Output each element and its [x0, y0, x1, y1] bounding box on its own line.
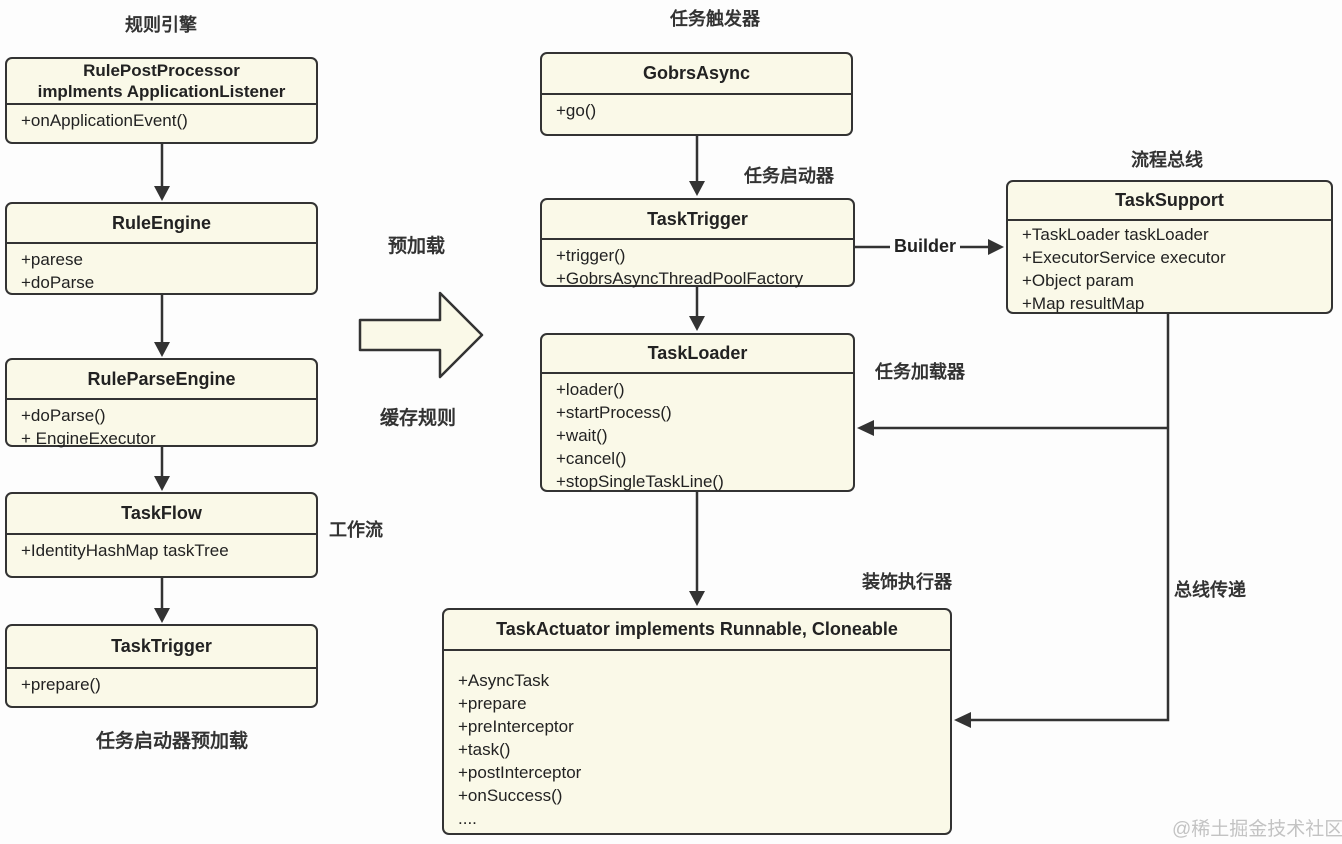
class-box-task-trigger-left: TaskTrigger +prepare() [5, 624, 318, 708]
class-member: +IdentityHashMap taskTree [21, 541, 229, 560]
class-box-task-support: TaskSupport +TaskLoader taskLoader +Execu… [1006, 180, 1333, 314]
class-member: +Object param [1022, 271, 1134, 290]
class-member: +trigger() [556, 246, 626, 265]
class-title: GobrsAsync [542, 54, 851, 95]
class-box-rule-post-processor: RulePostProcessor implments ApplicationL… [5, 57, 318, 144]
class-member: + EngineExecutor [21, 429, 156, 448]
arrowhead [689, 591, 705, 606]
class-member: +cancel() [556, 449, 627, 468]
label-task-starter: 任务启动器 [744, 166, 834, 186]
class-member: +onApplicationEvent() [21, 111, 188, 130]
class-member: +loader() [556, 380, 625, 399]
label-task-starter-preload: 任务启动器预加载 [96, 731, 249, 752]
class-title: TaskActuator implements Runnable, Clonea… [444, 610, 950, 651]
class-members: +loader() +startProcess() +wait() +cancel()… [542, 374, 853, 497]
class-members: +parese +doParse [7, 244, 316, 298]
class-box-rule-parse-engine: RuleParseEngine +doParse() + EngineExecut… [5, 358, 318, 448]
arrowhead [689, 316, 705, 331]
class-box-gobrs-async: GobrsAsync +go() [540, 52, 853, 136]
arrowhead [154, 476, 170, 491]
label-builder: Builder [890, 236, 961, 257]
class-member: +Map resultMap [1022, 294, 1145, 313]
class-title-line: implments ApplicationListener [37, 82, 286, 101]
class-member: +wait() [556, 426, 608, 445]
class-title: RulePostProcessor implments ApplicationL… [7, 59, 316, 105]
label-task-loader: 任务加载器 [875, 362, 965, 382]
class-members: +doParse() + EngineExecutor [7, 400, 316, 454]
class-member: +doParse [21, 273, 95, 292]
class-member: +doParse() [21, 406, 106, 425]
class-member: +prepare() [21, 675, 101, 694]
class-members: +prepare() [7, 669, 316, 700]
class-member: +onSuccess() [458, 786, 563, 805]
class-title: TaskTrigger [542, 200, 853, 240]
class-title: RuleParseEngine [7, 360, 316, 400]
class-member: +startProcess() [556, 403, 672, 422]
label-rule-engine-group: 规则引擎 [125, 15, 197, 35]
arrowhead [154, 342, 170, 357]
class-member: +preInterceptor [458, 717, 574, 736]
class-members: +TaskLoader taskLoader +ExecutorService e… [1008, 221, 1331, 319]
class-box-rule-engine: RuleEngine +parese +doParse [5, 202, 318, 295]
class-title: TaskSupport [1008, 182, 1331, 221]
arrowhead [857, 420, 874, 436]
label-decorator-executor: 装饰执行器 [862, 572, 952, 592]
class-members: +onApplicationEvent() [7, 105, 316, 136]
class-box-task-loader: TaskLoader +loader() +startProcess() +wait… [540, 333, 855, 492]
class-member: .... [458, 809, 477, 828]
arrowhead [154, 186, 170, 201]
label-flow-bus-group: 流程总线 [1131, 150, 1203, 170]
bus-line [970, 314, 1170, 722]
class-title: TaskTrigger [7, 626, 316, 669]
preload-block-arrow [358, 291, 484, 379]
class-title: TaskLoader [542, 335, 853, 374]
class-box-task-flow: TaskFlow +IdentityHashMap taskTree [5, 492, 318, 578]
class-member: +parese [21, 250, 83, 269]
label-bus-transfer: 总线传递 [1174, 580, 1246, 600]
class-member: +ExecutorService executor [1022, 248, 1226, 267]
arrowhead [154, 608, 170, 623]
class-box-task-actuator: TaskActuator implements Runnable, Clonea… [442, 608, 952, 835]
class-members: +AsyncTask +prepare +preInterceptor +task()… [444, 651, 950, 834]
class-title: RuleEngine [7, 204, 316, 244]
class-member: +AsyncTask [458, 671, 550, 690]
class-member: +GobrsAsyncThreadPoolFactory [556, 269, 804, 288]
class-member: +go() [556, 101, 597, 120]
class-member: +task() [458, 740, 511, 759]
class-member: +stopSingleTaskLine() [556, 472, 724, 491]
class-member: +TaskLoader taskLoader [1022, 225, 1209, 244]
class-members: +go() [542, 95, 851, 126]
label-preload: 预加载 [388, 236, 446, 257]
watermark: @稀土掘金技术社区 [1172, 819, 1342, 840]
class-member: +postInterceptor [458, 763, 582, 782]
class-members: +trigger() +GobrsAsyncThreadPoolFactory [542, 240, 853, 294]
label-cache-rules: 缓存规则 [380, 408, 457, 429]
class-title-line: RulePostProcessor [83, 61, 240, 80]
class-member: +prepare [458, 694, 527, 713]
arrowhead [988, 239, 1004, 255]
class-box-task-trigger-mid: TaskTrigger +trigger() +GobrsAsyncThreadP… [540, 198, 855, 288]
label-workflow: 工作流 [329, 520, 383, 540]
arrowhead [689, 181, 705, 196]
label-task-trigger-group: 任务触发器 [670, 9, 760, 29]
class-members: +IdentityHashMap taskTree [7, 535, 316, 566]
arrowhead [954, 712, 971, 728]
class-title: TaskFlow [7, 494, 316, 535]
